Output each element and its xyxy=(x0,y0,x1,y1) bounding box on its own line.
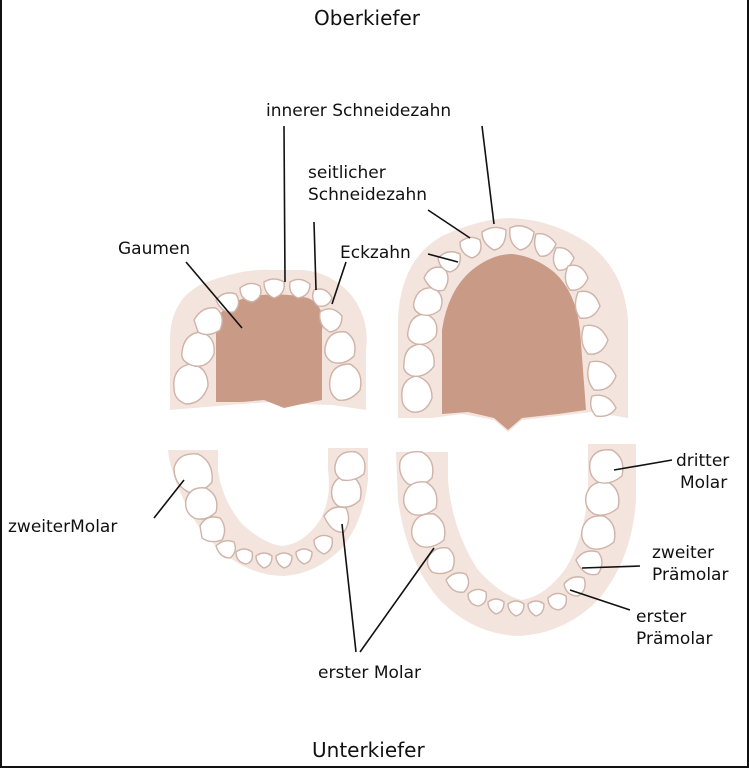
label-palate: Gaumen xyxy=(118,239,191,259)
label-first-molar: erster Molar xyxy=(318,663,422,683)
lower-child-teeth xyxy=(173,451,366,569)
label-third-molar-line1: dritter xyxy=(676,451,730,471)
label-first-premolar-line2: Prämolar xyxy=(636,629,713,649)
palate-child xyxy=(216,294,323,408)
leader-lateral-incisor-adult xyxy=(427,209,471,239)
lower-adult-teeth xyxy=(398,449,624,617)
label-canine: Eckzahn xyxy=(340,243,411,263)
label-central-incisor: innerer Schneidezahn xyxy=(266,101,452,121)
label-second-molar: zweiterMolar xyxy=(8,517,118,537)
leader-lateral-incisor-child xyxy=(313,221,317,291)
leader-first-premolar xyxy=(569,589,631,611)
lower-adult-arch xyxy=(396,444,636,636)
label-third-molar-line2: Molar xyxy=(680,473,728,493)
label-lateral-incisor-line2: Schneidezahn xyxy=(308,185,428,205)
leader-canine-child xyxy=(331,261,347,305)
leader-palate xyxy=(185,261,243,329)
leader-central-incisor-adult xyxy=(481,125,495,225)
palate-adult xyxy=(442,254,586,430)
lower-jaw-title: Unterkiefer xyxy=(312,738,425,762)
lower-child-arch xyxy=(168,448,368,576)
leader-third-molar xyxy=(613,459,673,471)
upper-child-teeth xyxy=(173,278,362,405)
upper-adult-teeth xyxy=(401,225,617,418)
leader-second-molar xyxy=(153,479,185,519)
label-second-premolar-line1: zweiter xyxy=(652,543,715,563)
leader-canine-adult xyxy=(427,253,459,263)
label-first-premolar-line1: erster xyxy=(636,607,687,627)
label-second-premolar-line2: Prämolar xyxy=(652,565,729,585)
leader-central-incisor-child xyxy=(283,125,286,283)
upper-jaw-title: Oberkiefer xyxy=(314,6,420,30)
upper-adult-arch xyxy=(398,218,628,432)
leader-first-molar-adult xyxy=(359,547,435,653)
leader-first-molar-child xyxy=(341,523,357,653)
upper-child-arch xyxy=(170,269,367,410)
leader-second-premolar xyxy=(581,565,641,569)
label-lateral-incisor-line1: seitlicher xyxy=(308,163,386,183)
leader-lines xyxy=(153,125,673,653)
